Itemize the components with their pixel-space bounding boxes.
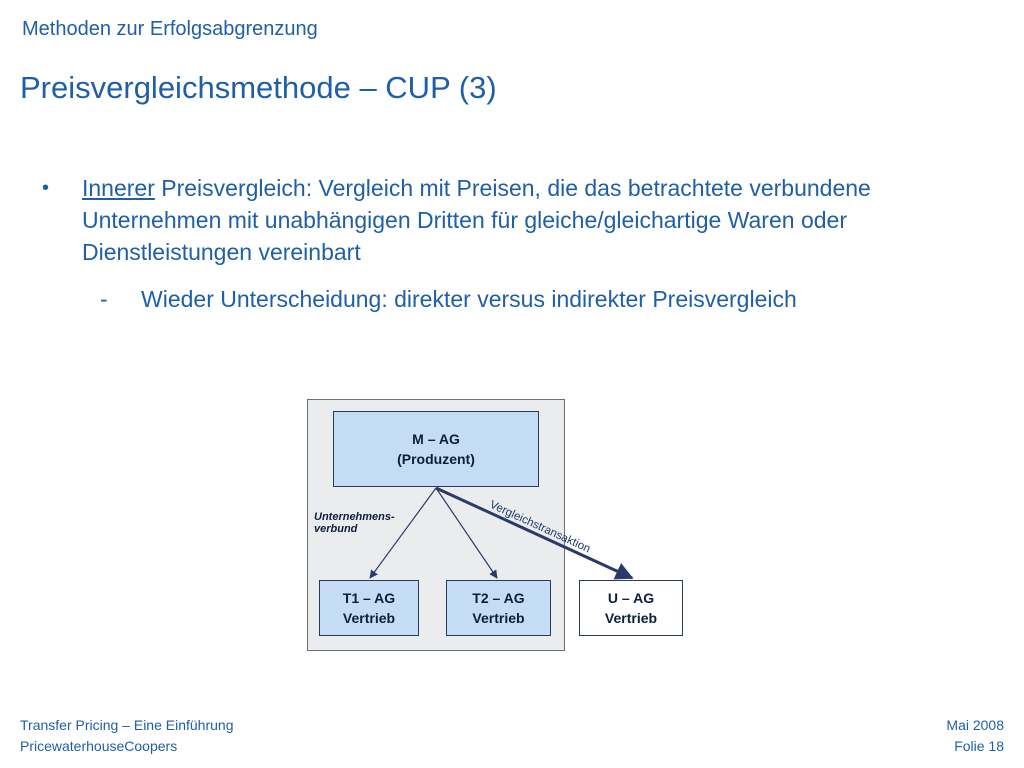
corporate-group-label: Unternehmens- verbund (314, 511, 395, 535)
node-u-line1: U – AG (607, 590, 655, 606)
bullet-rest: Preisvergleich: Vergleich mit Preisen, d… (82, 175, 871, 265)
group-label-line2: verbund (314, 523, 358, 535)
node-u-line2: Vertrieb (604, 610, 658, 626)
arrow-m-to-t2 (435, 487, 498, 579)
section-title: Methoden zur Erfolgsabgrenzung (22, 18, 318, 40)
footer-right: Mai 2008 Folie 18 (946, 715, 1004, 757)
bullet-emphasis: Innerer (82, 175, 155, 201)
sub-bullet-marker: - (100, 286, 108, 312)
bullet-text: Innerer Preisvergleich: Vergleich mit Pr… (82, 172, 942, 268)
node-m-line2: (Produzent) (397, 451, 475, 467)
sub-bullet-text: Wieder Unterscheidung: direkter versus i… (141, 286, 797, 312)
bullet-marker: • (42, 177, 50, 199)
node-t2-line1: T2 – AG (472, 590, 525, 606)
node-t2-line2: Vertrieb (472, 610, 525, 626)
node-m-ag: M – AG (Produzent) (333, 411, 539, 487)
node-t1-ag: T1 – AG Vertrieb (319, 580, 419, 636)
footer-presentation-title: Transfer Pricing – Eine Einführung (20, 717, 234, 733)
node-t1-line1: T1 – AG (342, 590, 396, 606)
comparison-transaction-label: Vergleichstransaktion (488, 499, 592, 556)
arrow-m-to-t1 (369, 487, 437, 579)
group-label-line1: Unternehmens- (314, 511, 395, 523)
node-u-ag: U – AG Vertrieb (579, 580, 683, 636)
footer-date: Mai 2008 (946, 717, 1004, 733)
slide-title: Preisvergleichsmethode – CUP (3) (20, 70, 497, 105)
footer-slide-number: Folie 18 (954, 738, 1004, 754)
node-t2-ag: T2 – AG Vertrieb (446, 580, 551, 636)
arrow-m-to-u (435, 486, 634, 580)
node-t1-line2: Vertrieb (342, 610, 396, 626)
node-m-line1: M – AG (412, 431, 460, 447)
footer-left: Transfer Pricing – Eine Einführung Price… (20, 715, 233, 757)
footer-company: PricewaterhouseCoopers (20, 738, 178, 754)
